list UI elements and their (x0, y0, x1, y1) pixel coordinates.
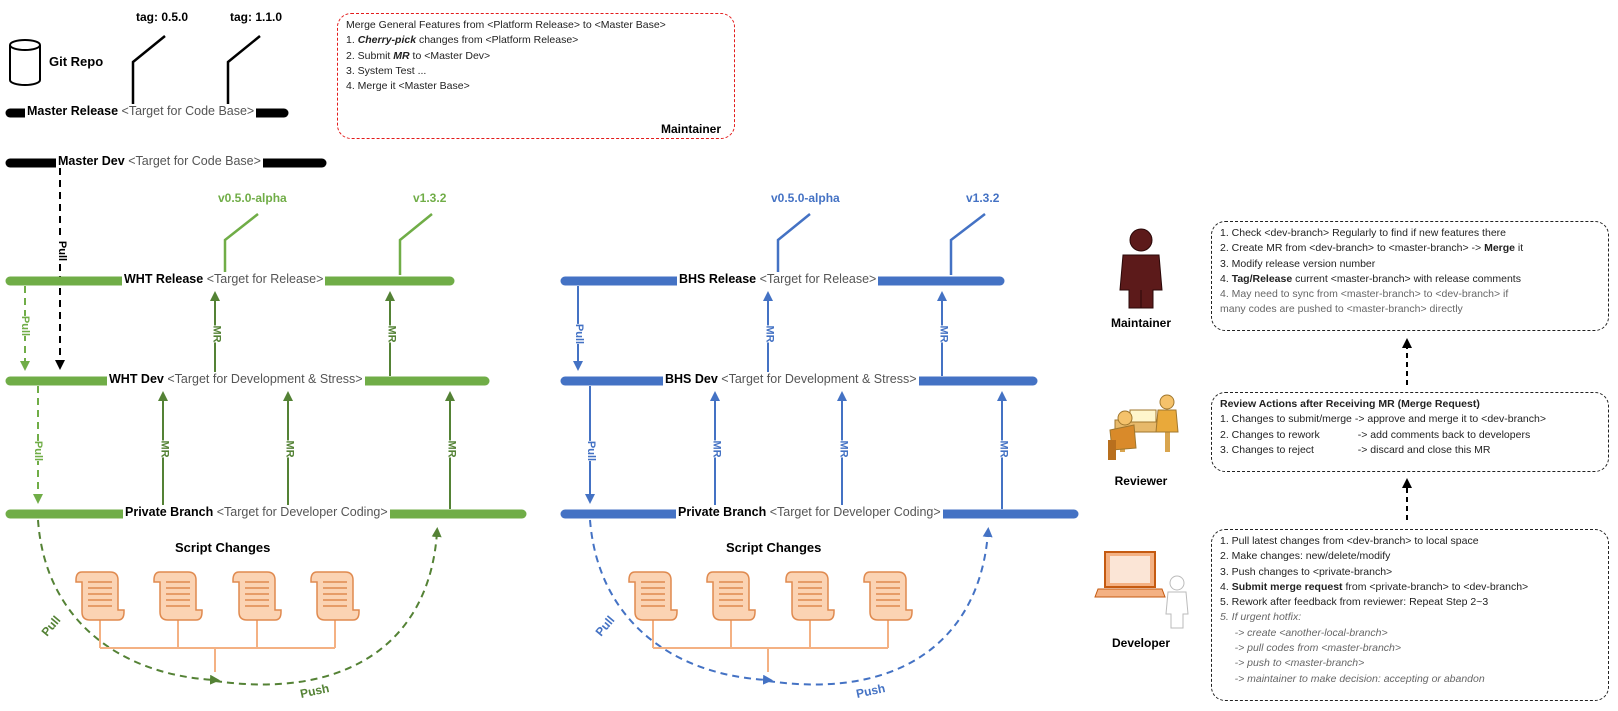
master-tag-lines (131, 35, 261, 105)
master-tag-label: tag: 1.1.0 (230, 10, 283, 24)
wht-tag-label: v0.5.0-alpha (218, 191, 287, 205)
bhs-script-changes-label: Script Changes (726, 540, 822, 555)
master-dev-label: Master Dev <Target for Code Base> (56, 154, 263, 168)
script-file-icon (863, 571, 913, 621)
bhs-private-label: Private Branch <Target for Developer Cod… (676, 505, 943, 519)
reviewer-icon (1108, 394, 1179, 460)
maintainer-merge-box: Merge General Features from <Platform Re… (337, 13, 735, 139)
developer-hotfix-step: -> push to <master-branch> (1220, 657, 1365, 670)
wht-pull-label: Pull (19, 315, 32, 337)
script-file-icon (785, 571, 835, 621)
wht-tag-label: v1.3.2 (413, 191, 447, 205)
maintainer-merge-step: 3. System Test ... (346, 64, 427, 77)
maintainer-red-label: Maintainer (660, 122, 721, 136)
wht-mr-label: MR (445, 440, 458, 458)
bhs-mr-label: MR (997, 440, 1010, 458)
developer-action: 2. Make changes: new/delete/modify (1220, 550, 1391, 563)
bhs-push-curve (767, 527, 993, 686)
wht-mr-label: MR (158, 440, 171, 458)
git-repo-icon (9, 39, 41, 86)
script-file-icon (310, 571, 360, 621)
developer-hotfix-step: -> maintainer to make decision: acceptin… (1220, 672, 1485, 685)
wht-script-changes-label: Script Changes (175, 540, 271, 555)
bhs-mr-label: MR (837, 440, 850, 458)
wht-pull-label: Pull (32, 440, 45, 462)
developer-action: 1. Pull latest changes from <dev-branch>… (1220, 535, 1479, 547)
git-repo-label: Git Repo (49, 54, 104, 69)
bhs-pull-label: Pull (573, 323, 586, 345)
master-tag-label: tag: 0.5.0 (136, 10, 189, 24)
wht-release-label: WHT Release <Target for Release> (122, 272, 326, 286)
script-file-icon (706, 571, 756, 621)
bhs-release-label: BHS Release <Target for Release> (677, 272, 879, 286)
reviewer-action: 2. Changes to rework -> add comments bac… (1220, 428, 1531, 441)
developer-action: 5. Rework after feedback from reviewer: … (1220, 596, 1489, 609)
wht-push-curve (214, 527, 442, 686)
maintainer-merge-step: 1. Cherry-pick changes from <Platform Re… (346, 34, 579, 47)
maintainer-action: 1. Check <dev-branch> Regularly to find … (1220, 227, 1506, 239)
bhs-script-changes (628, 571, 913, 672)
wht-tag-lines (223, 213, 433, 275)
developer-actions-box: 1. Pull latest changes from <dev-branch>… (1211, 529, 1609, 701)
wht-mr-label: MR (283, 440, 296, 458)
bhs-tag-label: v0.5.0-alpha (771, 191, 840, 205)
wht-pull-curve (37, 519, 220, 685)
bhs-dev-label: BHS Dev <Target for Development & Stress… (663, 372, 919, 386)
reviewer-box-title: Review Actions after Receiving MR (Merge… (1220, 398, 1480, 410)
bhs-mr-label: MR (937, 325, 950, 343)
wht-private-label: Private Branch <Target for Developer Cod… (123, 505, 390, 519)
reviewer-action: 3. Changes to reject -> discard and clos… (1220, 443, 1491, 456)
bhs-pull-curve (589, 519, 773, 685)
maintainer-merge-step: 4. Merge it <Master Base> (346, 80, 470, 93)
bhs-tag-lines (776, 213, 986, 275)
developer-hotfix-step: -> pull codes from <master-branch> (1220, 642, 1402, 655)
script-file-icon (628, 571, 678, 621)
maintainer-merge-title: Merge General Features from <Platform Re… (346, 19, 666, 31)
script-file-icon (232, 571, 282, 621)
wht-mr-label: MR (210, 325, 223, 343)
master-release-label: Master Release <Target for Code Base> (25, 104, 257, 118)
developer-action: 3. Push changes to <private-branch> (1220, 565, 1393, 578)
wht-dev-label: WHT Dev <Target for Development & Stress… (107, 372, 365, 386)
developer-hotfix: 5. If urgent hotfix: (1220, 611, 1302, 624)
maintainer-action: 4. Tag/Release current <master-branch> w… (1220, 272, 1521, 285)
maintainer-icon (1119, 228, 1163, 309)
wht-script-changes (75, 571, 360, 672)
bhs-tag-label: v1.3.2 (966, 191, 1000, 205)
maintainer-role-label: Maintainer (1110, 316, 1171, 330)
wht-mr-label: MR (385, 325, 398, 343)
reviewer-action: 1. Changes to submit/merge -> approve an… (1220, 413, 1546, 426)
maintainer-action: 4. May need to sync from <master-branch>… (1220, 288, 1509, 301)
reviewer-role-label: Reviewer (1114, 474, 1168, 488)
bhs-pull-label: Pull (585, 440, 598, 462)
maintainer-merge-step: 2. Submit MR to <Master Dev> (346, 49, 491, 62)
maintainer-action: 2. Create MR from <dev-branch> to <maste… (1220, 242, 1524, 255)
script-file-icon (75, 571, 125, 621)
developer-hotfix-step: -> create <another-local-branch> (1220, 626, 1388, 639)
developer-role-label: Developer (1111, 636, 1171, 650)
developer-icon (1094, 551, 1189, 629)
bhs-mr-label: MR (710, 440, 723, 458)
maintainer-action: many codes are pushed to <master-branch>… (1220, 303, 1463, 316)
maintainer-actions-box: 1. Check <dev-branch> Regularly to find … (1211, 221, 1609, 331)
script-file-icon (153, 571, 203, 621)
master-pull-label: Pull (56, 238, 69, 264)
maintainer-action: 3. Modify release version number (1220, 257, 1376, 270)
reviewer-actions-box: Review Actions after Receiving MR (Merge… (1211, 392, 1609, 472)
bhs-mr-label: MR (763, 325, 776, 343)
developer-action: 4. Submit merge request from <private-br… (1220, 580, 1529, 593)
